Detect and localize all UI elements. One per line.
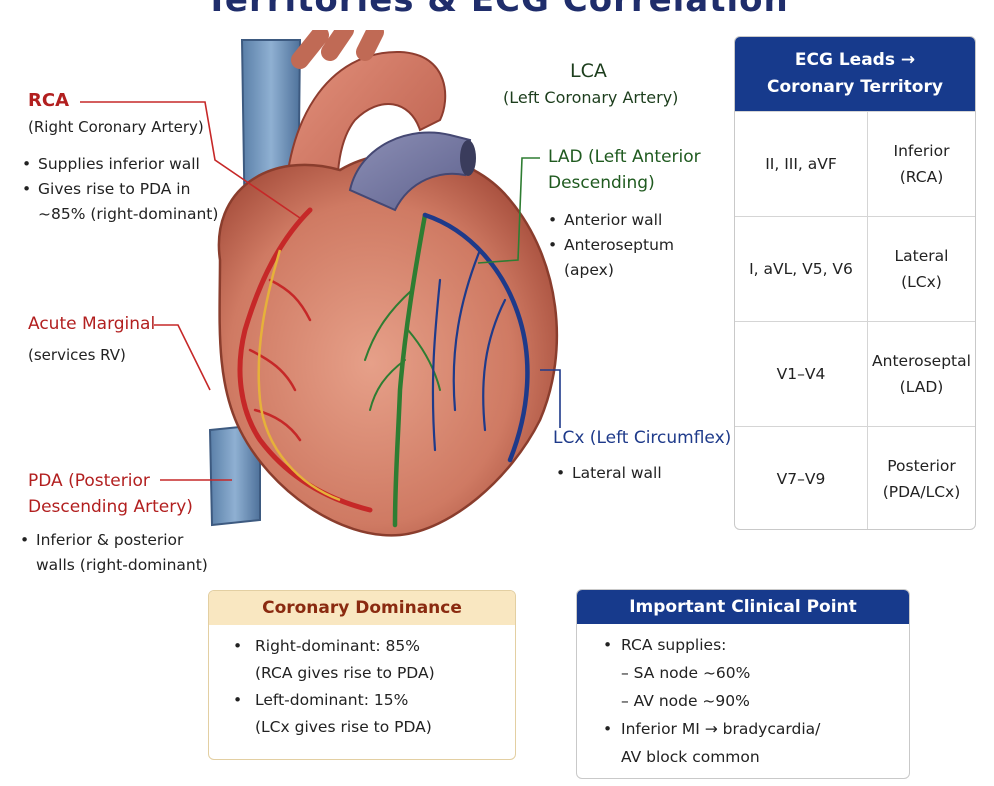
- ecg-territory-cell: Lateral (LCx): [868, 217, 975, 321]
- dominance-line: (RCA gives rise to PDA): [255, 664, 435, 683]
- ecg-header-line: Coronary Territory: [767, 77, 943, 98]
- dominance-body: Right-dominant: 85% (RCA gives rise to P…: [209, 625, 515, 742]
- rca-bullets: Supplies inferior wall Gives rise to PDA…: [22, 152, 222, 226]
- rca-bullet: Gives rise to PDA in ~85% (right-dominan…: [22, 177, 222, 227]
- heart-illustration: [208, 30, 559, 537]
- ecg-territory-cell: Posterior (PDA/LCx): [868, 427, 975, 529]
- lad-label: LAD (Left Anterior Descending): [548, 144, 701, 197]
- dominance-line: (LCx gives rise to PDA): [255, 718, 432, 737]
- lca-full-name: (Left Coronary Artery): [503, 88, 679, 107]
- territory-artery: (PDA/LCx): [882, 483, 961, 501]
- territory-artery: (LCx): [901, 273, 942, 291]
- clinical-body: RCA supplies: – SA node ~60% – AV node ~…: [577, 624, 909, 771]
- ecg-territory-table: ECG Leads → Coronary Territory II, III, …: [734, 36, 976, 530]
- dominance-line: Left-dominant: 15%: [255, 691, 409, 710]
- ecg-table-row: V1–V4 Anteroseptal (LAD): [735, 321, 975, 426]
- ecg-header-line: ECG Leads →: [794, 50, 916, 70]
- ecg-leads-cell: II, III, aVF: [735, 112, 868, 216]
- lad-bullet: Anterior wall: [548, 208, 718, 233]
- pda-label-line: PDA (Posterior: [28, 471, 150, 491]
- clinical-title: Important Clinical Point: [577, 590, 909, 624]
- territory-artery: (LAD): [899, 378, 944, 396]
- lad-label-line: LAD (Left Anterior: [548, 147, 701, 167]
- ecg-table-header: ECG Leads → Coronary Territory: [735, 37, 975, 111]
- pda-bullets: Inferior & posterior walls (right-domina…: [20, 528, 220, 578]
- lca-label: LCA: [570, 60, 607, 82]
- clinical-line: AV block common: [621, 747, 760, 766]
- clinical-point-box: Important Clinical Point RCA supplies: –…: [576, 589, 910, 779]
- dominance-title: Coronary Dominance: [209, 591, 515, 625]
- heart-body: [217, 151, 559, 537]
- pulmonary-trunk: [348, 131, 472, 212]
- acute-marginal-label: Acute Marginal: [28, 314, 156, 334]
- rca-bullet: Supplies inferior wall: [22, 152, 222, 177]
- clinical-item: RCA supplies:: [601, 632, 895, 660]
- lad-label-line: Descending): [548, 173, 655, 194]
- lad-vessel: [392, 212, 428, 528]
- coronary-dominance-box: Coronary Dominance Right-dominant: 85% (…: [208, 590, 516, 760]
- dominance-item: Left-dominant: 15% (LCx gives rise to PD…: [233, 687, 497, 741]
- rca-full-name: (Right Coronary Artery): [28, 118, 204, 136]
- lcx-bullet: Lateral wall: [556, 461, 706, 486]
- pda-bullet: Inferior & posterior walls (right-domina…: [20, 528, 220, 578]
- page-title: Territories & ECG Correlation: [205, 0, 789, 20]
- pda-label-line: Descending Artery): [28, 497, 193, 518]
- lcx-vessel: [422, 212, 530, 463]
- rca-label: RCA: [28, 90, 70, 111]
- territory-name: Posterior: [887, 456, 956, 475]
- territory-artery: (RCA): [899, 168, 944, 186]
- ecg-territory-cell: Anteroseptal (LAD): [868, 322, 975, 426]
- pda-label: PDA (Posterior Descending Artery): [28, 468, 193, 521]
- ecg-territory-cell: Inferior (RCA): [868, 112, 975, 216]
- ecg-leads-cell: I, aVL, V5, V6: [735, 217, 868, 321]
- lad-bullet: Anteroseptum (apex): [548, 233, 718, 283]
- ecg-leads-cell: V7–V9: [735, 427, 868, 529]
- ecg-table-row: II, III, aVF Inferior (RCA): [735, 111, 975, 216]
- clinical-item: Inferior MI → bradycardia/ AV block comm…: [601, 716, 895, 772]
- ecg-table-row: V7–V9 Posterior (PDA/LCx): [735, 426, 975, 529]
- territory-name: Inferior: [893, 141, 950, 160]
- ecg-table-row: I, aVL, V5, V6 Lateral (LCx): [735, 216, 975, 321]
- dominance-line: Right-dominant: 85%: [255, 637, 420, 655]
- ecg-leads-cell: V1–V4: [735, 322, 868, 426]
- clinical-line: Inferior MI → bradycardia/: [621, 719, 821, 738]
- lad-bullets: Anterior wall Anteroseptum (apex): [548, 208, 718, 282]
- dominance-item: Right-dominant: 85% (RCA gives rise to P…: [233, 633, 497, 687]
- lcx-label: LCx (Left Circumflex): [553, 428, 732, 448]
- clinical-subitem: – AV node ~90%: [621, 691, 750, 710]
- clinical-subitem: – SA node ~60%: [621, 663, 751, 682]
- territory-name: Lateral: [894, 246, 949, 265]
- territory-name: Anteroseptal: [872, 351, 971, 370]
- lcx-bullets: Lateral wall: [556, 461, 706, 486]
- acute-marginal-note: (services RV): [28, 346, 126, 364]
